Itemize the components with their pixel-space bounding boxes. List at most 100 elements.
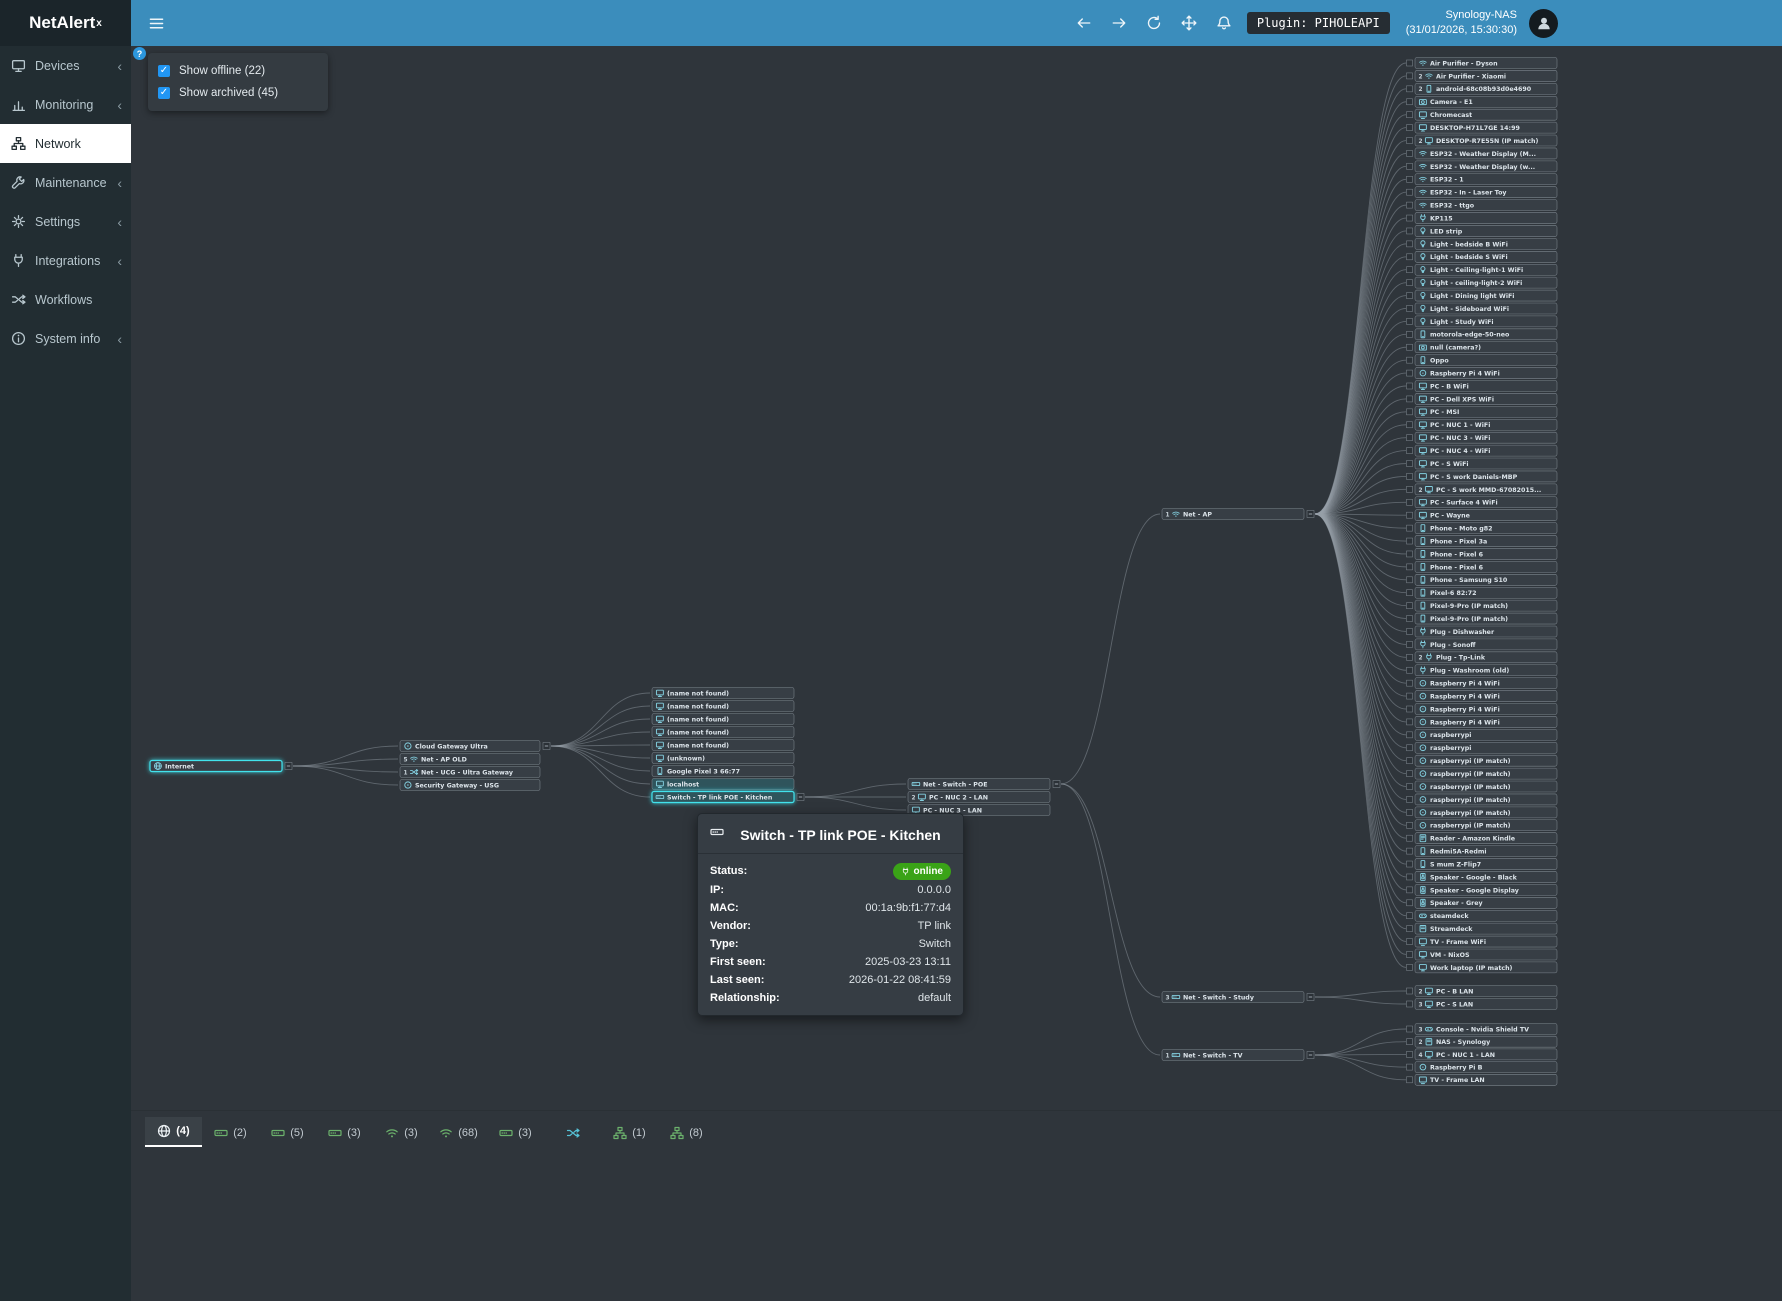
sidebar-item-maintenance[interactable]: Maintenance‹ bbox=[0, 163, 131, 202]
graph-node-nf2[interactable]: (name not found) bbox=[651, 700, 795, 712]
graph-node-usg[interactable]: Security Gateway - USG bbox=[399, 779, 541, 791]
sidebar-item-integrations[interactable]: Integrations‹ bbox=[0, 241, 131, 280]
graph-node-r25[interactable]: PC - B WiFi bbox=[1406, 380, 1558, 392]
graph-node-r56[interactable]: raspberrypi (IP match) bbox=[1406, 780, 1558, 793]
graph-node-r63[interactable]: Speaker - Google - Black bbox=[1406, 871, 1558, 883]
sidebar-item-system-info[interactable]: System info‹ bbox=[0, 319, 131, 358]
show-offline-checkbox[interactable] bbox=[158, 65, 170, 77]
graph-node-r13[interactable]: LED strip bbox=[1406, 225, 1558, 237]
graph-node-r36[interactable]: Phone - Moto g82 bbox=[1406, 522, 1558, 534]
graph-node-unk[interactable]: (unknown) bbox=[651, 752, 795, 764]
graph-node-sw_kitchen[interactable]: Switch - TP link POE - Kitchen bbox=[651, 790, 805, 804]
graph-node-r32[interactable]: PC - S work Daniels-MBP bbox=[1406, 470, 1558, 483]
graph-node-r3[interactable]: Camera - E1 bbox=[1406, 95, 1558, 108]
graph-node-r26[interactable]: PC - Dell XPS WiFi bbox=[1406, 393, 1558, 405]
graph-node-r9[interactable]: ESP32 - 1 bbox=[1406, 173, 1558, 186]
graph-node-r15[interactable]: Light - bedside S WiFi bbox=[1406, 251, 1558, 263]
footer-tab-shuffle-7[interactable] bbox=[544, 1119, 601, 1147]
notifications-bell-icon[interactable] bbox=[1213, 12, 1235, 34]
graph-node-r31[interactable]: PC - S WiFi bbox=[1406, 457, 1558, 470]
footer-tab-switch-1[interactable]: (2) bbox=[202, 1119, 259, 1147]
graph-node-r0[interactable]: Air Purifier - Dyson bbox=[1406, 57, 1558, 69]
show-archived-checkbox[interactable] bbox=[158, 87, 170, 99]
graph-node-r17[interactable]: Light - ceiling-light-2 WiFi bbox=[1406, 276, 1558, 289]
graph-node-r59[interactable]: raspberrypi (IP match) bbox=[1406, 819, 1558, 832]
footer-tab-wifi-5[interactable]: (68) bbox=[430, 1119, 487, 1147]
graph-node-localhost[interactable]: localhost bbox=[651, 778, 795, 790]
graph-node-r27[interactable]: PC - MSI bbox=[1406, 406, 1558, 418]
graph-node-r22[interactable]: null (camera?) bbox=[1406, 341, 1558, 354]
footer-tab-switch-6[interactable]: (3) bbox=[487, 1119, 544, 1147]
graph-node-r67[interactable]: Streamdeck bbox=[1406, 922, 1558, 935]
graph-node-r37[interactable]: Phone - Pixel 3a bbox=[1406, 535, 1558, 547]
graph-node-r43[interactable]: Pixel-9-Pro (IP match) bbox=[1406, 612, 1558, 625]
graph-node-r50[interactable]: Raspberry Pi 4 WiFi bbox=[1406, 703, 1558, 715]
sidebar-item-network[interactable]: Network bbox=[0, 124, 131, 163]
graph-node-net_sw_poe[interactable]: Net - Switch - POE bbox=[907, 778, 1061, 790]
sidebar-item-settings[interactable]: Settings‹ bbox=[0, 202, 131, 241]
graph-node-r65[interactable]: Speaker - Grey bbox=[1406, 897, 1558, 909]
graph-node-nf3[interactable]: (name not found) bbox=[651, 713, 795, 725]
menu-toggle-icon[interactable] bbox=[145, 12, 167, 34]
graph-node-r24[interactable]: Raspberry Pi 4 WiFi bbox=[1406, 367, 1558, 379]
footer-tab-sitemap-9[interactable]: (8) bbox=[658, 1119, 715, 1147]
graph-node-r76[interactable]: Raspberry Pi B bbox=[1406, 1061, 1558, 1073]
graph-node-r58[interactable]: raspberrypi (IP match) bbox=[1406, 806, 1558, 819]
graph-node-r53[interactable]: raspberrypi bbox=[1406, 741, 1558, 754]
graph-node-r52[interactable]: raspberrypi bbox=[1406, 729, 1558, 741]
sidebar-item-devices[interactable]: Devices‹ bbox=[0, 46, 131, 85]
graph-node-internet[interactable]: Internet bbox=[149, 759, 293, 773]
graph-node-r16[interactable]: Light - Ceiling-light-1 WiFi bbox=[1406, 263, 1558, 276]
graph-node-r28[interactable]: PC - NUC 1 - WiFi bbox=[1406, 418, 1558, 431]
graph-node-r7[interactable]: ESP32 - Weather Display (M... bbox=[1406, 147, 1558, 160]
footer-tab-sitemap-8[interactable]: (1) bbox=[601, 1119, 658, 1147]
graph-node-r30[interactable]: PC - NUC 4 - WiFi bbox=[1406, 444, 1558, 457]
graph-node-r39[interactable]: Phone - Pixel 6 bbox=[1406, 561, 1558, 573]
graph-node-r19[interactable]: Light - Sideboard WiFi bbox=[1406, 302, 1558, 315]
graph-node-r51[interactable]: Raspberry Pi 4 WiFi bbox=[1406, 716, 1558, 728]
footer-tab-globe-0[interactable]: (4) bbox=[145, 1117, 202, 1147]
move-icon[interactable] bbox=[1178, 12, 1200, 34]
graph-node-gp3[interactable]: Google Pixel 3 66:77 bbox=[651, 765, 795, 777]
graph-node-r20[interactable]: Light - Study WiFi bbox=[1406, 315, 1558, 328]
graph-node-r62[interactable]: S mum Z-Flip7 bbox=[1406, 858, 1558, 870]
graph-node-r5[interactable]: DESKTOP-H71L7GE 14:99 bbox=[1406, 121, 1558, 134]
graph-node-r49[interactable]: Raspberry Pi 4 WiFi bbox=[1406, 690, 1558, 702]
graph-node-r14[interactable]: Light - bedside B WiFi bbox=[1406, 238, 1558, 250]
graph-node-r41[interactable]: Pixel-6 82:72 bbox=[1406, 586, 1558, 599]
graph-node-r42[interactable]: Pixel-9-Pro (IP match) bbox=[1406, 599, 1558, 612]
forward-icon[interactable] bbox=[1108, 12, 1130, 34]
graph-node-r55[interactable]: raspberrypi (IP match) bbox=[1406, 767, 1558, 780]
graph-node-nf4[interactable]: (name not found) bbox=[651, 726, 795, 738]
graph-node-r69[interactable]: VM - NixOS bbox=[1406, 948, 1558, 961]
graph-node-r70[interactable]: Work laptop (IP match) bbox=[1406, 961, 1558, 974]
footer-tab-switch-2[interactable]: (5) bbox=[259, 1119, 316, 1147]
graph-node-r34[interactable]: PC - Surface 4 WiFi bbox=[1406, 496, 1558, 509]
graph-node-r64[interactable]: Speaker - Google Display bbox=[1406, 884, 1558, 896]
footer-tab-switch-3[interactable]: (3) bbox=[316, 1119, 373, 1147]
graph-node-r12[interactable]: KP115 bbox=[1406, 212, 1558, 224]
graph-node-r21[interactable]: motorola-edge-50-neo bbox=[1406, 328, 1558, 341]
graph-node-r29[interactable]: PC - NUC 3 - WiFi bbox=[1406, 431, 1558, 444]
graph-node-r23[interactable]: Oppo bbox=[1406, 354, 1558, 366]
graph-node-r48[interactable]: Raspberry Pi 4 WiFi bbox=[1406, 677, 1558, 689]
graph-node-r40[interactable]: Phone - Samsung S10 bbox=[1406, 574, 1558, 586]
footer-tab-wifi-4[interactable]: (3) bbox=[373, 1119, 430, 1147]
